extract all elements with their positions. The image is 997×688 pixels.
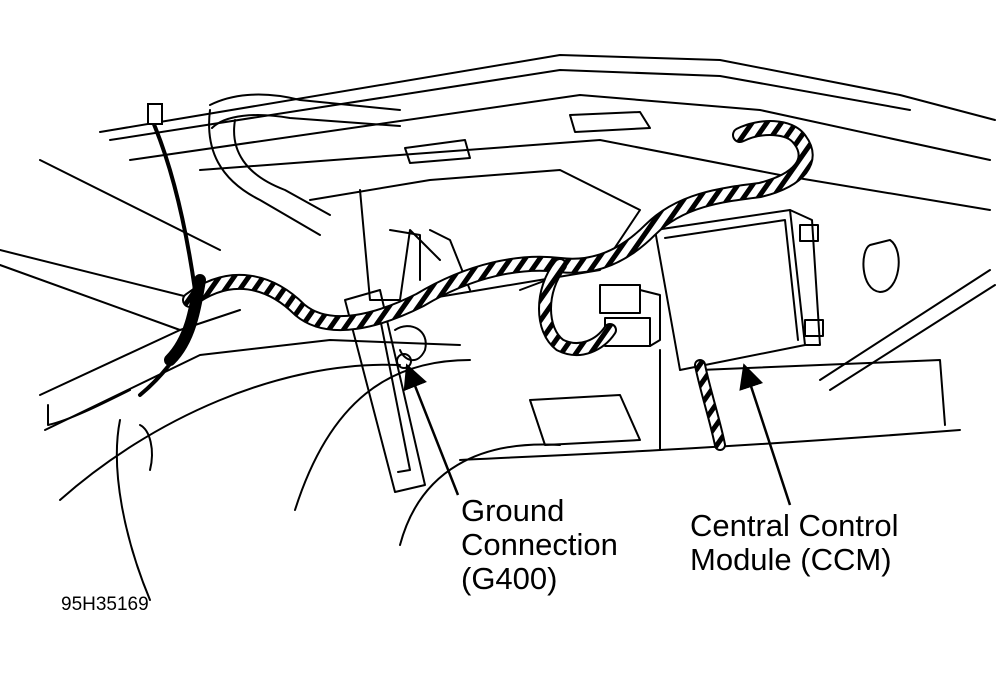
ground-label-line-1: Ground [461, 493, 565, 528]
ground-arrow [403, 363, 460, 496]
figure-number: 95H35169 [61, 594, 149, 615]
ccm-label-line-1: Central Control [690, 508, 899, 543]
ccm-label-line-2: Module (CCM) [690, 542, 892, 577]
hose [208, 93, 401, 236]
callout-arrows [403, 363, 792, 506]
ccm-label: Central Control Module (CCM) [690, 509, 898, 577]
ccm-arrow [739, 363, 792, 506]
ground-label-line-2: Connection [461, 527, 618, 562]
fender [39, 309, 961, 601]
strut-tower [309, 169, 641, 301]
ccm-module [654, 209, 900, 371]
lower-tray [529, 269, 996, 451]
cowl-panel [0, 54, 996, 331]
wiring-harness [138, 103, 814, 451]
ground-connection-label: Ground Connection (G400) [461, 494, 618, 596]
ground-label-line-3: (G400) [461, 561, 558, 596]
